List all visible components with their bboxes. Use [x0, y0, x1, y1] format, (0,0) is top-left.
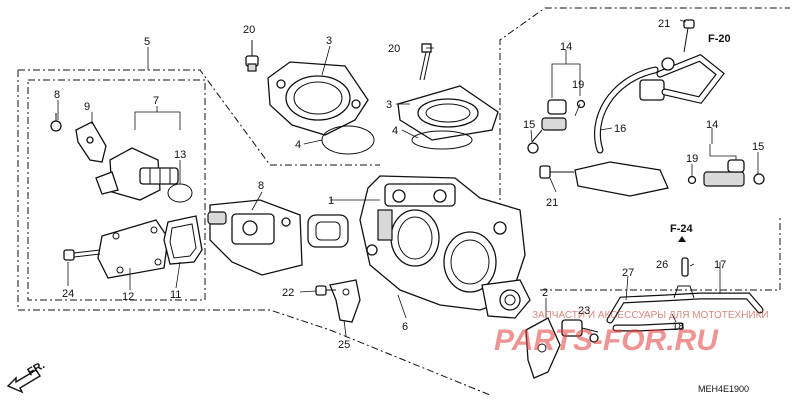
callout-26: 26 — [656, 259, 668, 271]
callout-14-a: 14 — [560, 41, 572, 53]
callout-15-a: 15 — [523, 119, 535, 131]
callout-7: 7 — [153, 95, 159, 107]
flange-3-center — [397, 85, 499, 141]
bolt-21-lower — [539, 165, 574, 179]
callout-1: 1 — [328, 195, 334, 207]
callout-8-label: 8 — [258, 180, 264, 192]
callout-16: 16 — [614, 123, 626, 135]
sensor-2 — [561, 319, 599, 343]
callout-9: 8 — [54, 89, 60, 101]
o-ring-15-right — [753, 173, 765, 185]
watermark-small: ЗАПЧАСТИ И АКСЕССУАРЫ ДЛЯ МОТОТЕХНИКИ — [532, 310, 769, 321]
front-direction-label: FR. — [26, 359, 47, 378]
callout-19-a: 19 — [572, 79, 584, 91]
diagram-code: MEH4E1900 — [698, 384, 749, 394]
callout-2: 2 — [542, 287, 548, 299]
callout-13: 13 — [174, 149, 186, 161]
o-ring-15-left — [527, 142, 539, 154]
gasket-11 — [163, 215, 203, 265]
callout-10: 9 — [84, 101, 90, 113]
callout-25: 25 — [338, 339, 350, 351]
injector-14-left — [531, 99, 567, 143]
f24-arrow-icon — [678, 236, 686, 242]
callout-6: 6 — [402, 321, 408, 333]
fuel-rail-16 — [574, 66, 669, 197]
callout-17: 17 — [714, 259, 726, 271]
leader-lines — [57, 19, 759, 337]
callout-labels: 5 20 3 4 20 3 4 8 9 7 13 8 8 1 24 12 11 … — [54, 18, 764, 351]
clamp-23 — [525, 317, 561, 379]
bolt-20-top — [245, 40, 259, 72]
gasket-4-center — [411, 130, 473, 150]
screw-9 — [50, 113, 62, 132]
callout-4-b: 4 — [392, 125, 398, 137]
callout-3-a: 3 — [326, 35, 332, 47]
callout-5: 5 — [144, 36, 150, 48]
bolt-24 — [63, 249, 101, 261]
ref-label-f24: F-24 — [670, 223, 694, 235]
cover-plate-12 — [97, 219, 169, 279]
group-frame-injectors — [499, 7, 790, 225]
watermark-big: PARTS-FOR.RU — [494, 324, 719, 357]
sensor-7 — [95, 147, 179, 201]
bolt-20-center — [419, 43, 432, 81]
o-ring-4-upper — [321, 125, 375, 155]
callout-14-b: 14 — [706, 119, 718, 131]
callout-23: 23 — [578, 305, 590, 317]
callout-18: 18 — [672, 321, 684, 333]
callout-3-b: 3 — [386, 99, 392, 111]
group-frame-7 — [27, 79, 206, 301]
injector-14-right — [703, 159, 745, 187]
front-direction-arrow-icon — [6, 369, 41, 394]
group-frame-lower — [540, 215, 781, 291]
callout-21-b: 21 — [546, 197, 558, 209]
flange-3-upper — [267, 61, 369, 136]
callout-24: 24 — [62, 288, 74, 300]
throttle-body-1 — [359, 175, 531, 319]
fuel-hose-f20 — [656, 53, 725, 104]
callout-21-a: 21 — [658, 18, 670, 30]
callout-12: 12 — [122, 291, 134, 303]
bracket-25 — [329, 279, 361, 323]
callout-27: 27 — [622, 267, 634, 279]
gasket-small — [307, 214, 349, 248]
group-frame-main — [17, 70, 491, 396]
vacuum-hoses — [606, 257, 764, 332]
callout-15-b: 15 — [752, 141, 764, 153]
bolt-21-top — [683, 19, 695, 53]
callout-19-b: 19 — [686, 153, 698, 165]
callout-20-a: 20 — [243, 24, 255, 36]
idle-control-8 — [207, 199, 303, 276]
ref-label-f20: F-20 — [708, 33, 731, 45]
callout-22: 22 — [282, 287, 294, 299]
bracket-10 — [75, 121, 107, 163]
bolt-22 — [315, 285, 336, 296]
o-ring-13 — [167, 183, 193, 203]
callout-20-b: 20 — [388, 43, 400, 55]
group-frame-5 — [18, 69, 380, 166]
callout-4-a: 4 — [295, 139, 301, 151]
callout-11: 11 — [170, 289, 181, 301]
o-ring-19-right — [687, 175, 697, 185]
